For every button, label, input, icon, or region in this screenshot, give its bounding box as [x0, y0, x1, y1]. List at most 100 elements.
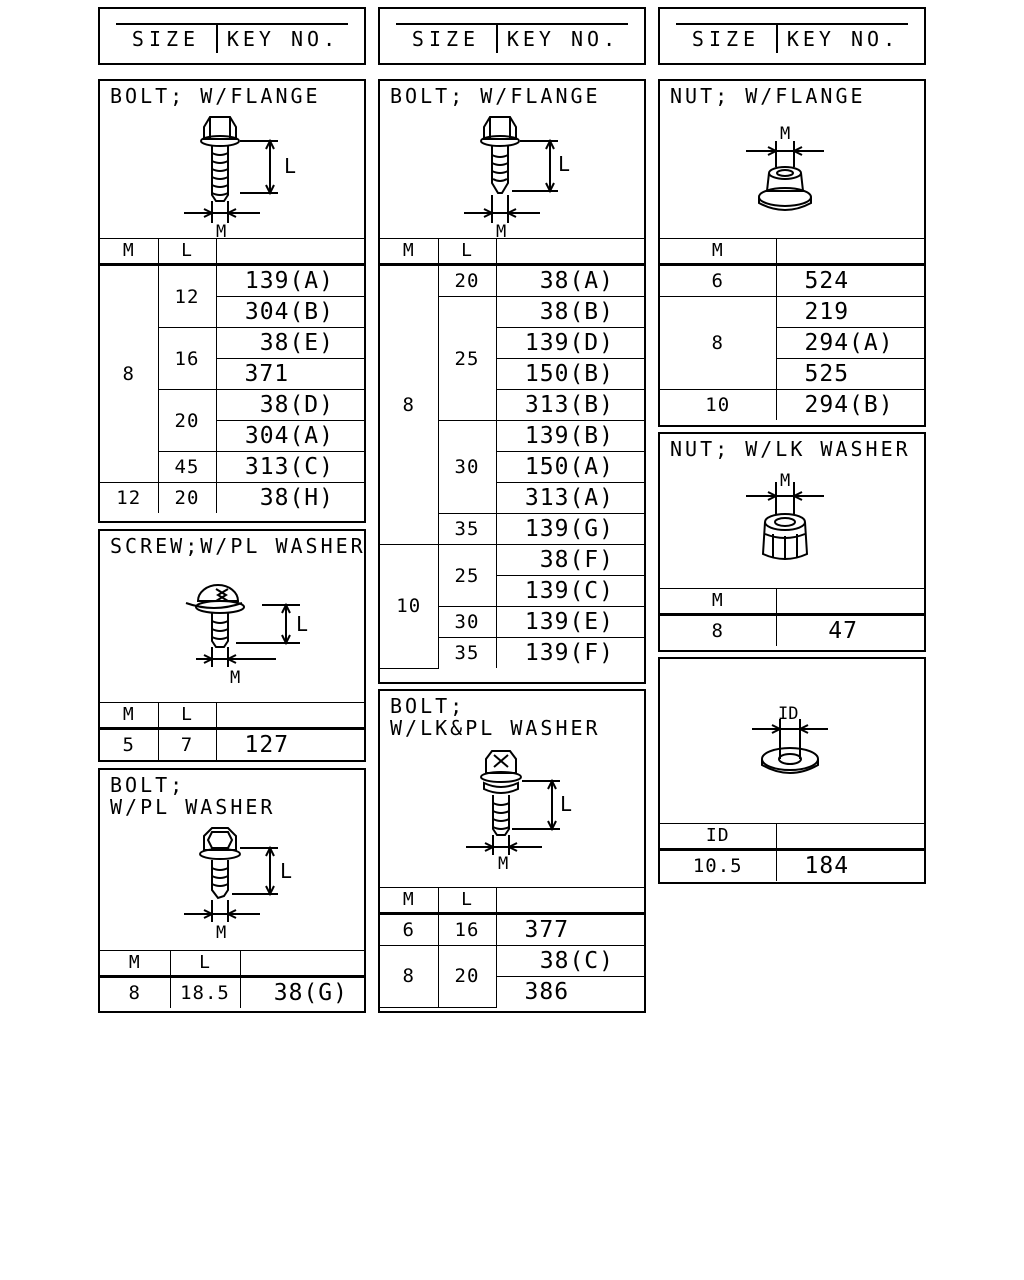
cell-l: 25 — [437, 544, 497, 607]
dim-m-label: M — [498, 854, 508, 874]
panel-title: SCREW;W/PL WASHER — [110, 534, 366, 558]
cell-l: 25 — [438, 296, 497, 421]
cell-m: 6 — [380, 913, 439, 946]
col-m: M — [100, 238, 159, 266]
cell-key: 38(A) — [495, 264, 644, 297]
dim-l-label: L — [558, 152, 570, 176]
dim-m-label: M — [216, 923, 226, 943]
dim-m-label: M — [216, 222, 226, 239]
col-l: L — [157, 702, 217, 730]
header-size-label: SIZE — [396, 25, 498, 53]
col-l: L — [157, 238, 217, 266]
cell-id: 10.5 — [660, 849, 777, 881]
cell-key: 371 — [216, 358, 364, 390]
header-rule — [396, 23, 628, 25]
col-m: M — [380, 887, 439, 915]
cell-key: 294(A) — [776, 327, 924, 359]
header-rule — [676, 23, 908, 25]
panel-title: BOLT; W/LK&PL WASHER — [390, 694, 601, 740]
cell-m: 10 — [660, 389, 777, 420]
header-key-label: KEY NO. — [226, 27, 340, 51]
cell-l: 45 — [158, 451, 217, 483]
cell-key: 47 — [775, 614, 924, 646]
col-key — [775, 238, 924, 266]
cell-m: 10 — [380, 544, 439, 669]
cell-m: 12 — [100, 482, 159, 513]
cell-key: 139(G) — [495, 513, 644, 545]
cell-key: 184 — [775, 849, 924, 881]
dim-l-label: L — [560, 792, 572, 816]
cell-l: 20 — [158, 389, 217, 452]
header-col2: SIZE KEY NO. — [378, 7, 646, 65]
cell-l: 20 — [437, 945, 497, 1008]
cell-l: 20 — [157, 482, 217, 513]
cell-key: 127 — [215, 728, 364, 760]
col-l: L — [437, 238, 497, 266]
cell-key: 150(A) — [496, 451, 644, 483]
cell-l: 16 — [437, 913, 497, 946]
dim-l-label: L — [284, 154, 296, 178]
cell-key: 377 — [495, 913, 644, 946]
header-size-label: SIZE — [116, 25, 218, 53]
cell-key: 219 — [775, 296, 924, 328]
col-key — [775, 823, 924, 851]
panel-title: NUT; W/LK WASHER — [670, 437, 911, 461]
cell-key: 139(B) — [495, 420, 644, 452]
dim-m-label: M — [230, 668, 240, 688]
dim-m-label: M — [496, 222, 506, 239]
cell-m: 8 — [100, 976, 171, 1008]
cell-key: 313(A) — [496, 482, 644, 514]
cell-m: 5 — [100, 728, 159, 760]
washer-drawing: ID — [752, 704, 828, 774]
header-col1: SIZE KEY NO. — [98, 7, 366, 65]
lock-nut-drawing: M — [746, 471, 824, 560]
col-key — [239, 950, 364, 978]
dim-l-label: L — [296, 612, 308, 636]
col-key — [495, 238, 644, 266]
col-m: M — [660, 238, 777, 266]
cell-l: 35 — [438, 513, 497, 545]
cell-key: 38(H) — [215, 482, 364, 513]
header-key-label: KEY NO. — [506, 27, 620, 51]
panel-title: BOLT; W/PL WASHER — [110, 773, 276, 819]
col-l: L — [437, 887, 497, 915]
cell-key: 139(C) — [496, 575, 644, 607]
flange-bolt-drawing: L M — [464, 116, 570, 239]
cell-key: 139(E) — [495, 606, 644, 638]
screw-drawing: L M — [185, 584, 308, 688]
cell-key: 38(G) — [239, 976, 364, 1008]
cell-key: 313(B) — [496, 389, 644, 421]
cell-key: 386 — [496, 976, 644, 1007]
col-m: M — [660, 588, 777, 616]
cell-l: 30 — [438, 420, 497, 514]
cell-key: 294(B) — [775, 389, 924, 420]
cell-key: 525 — [776, 358, 924, 390]
dim-m-label: M — [780, 471, 790, 491]
dim-m-label: M — [780, 124, 790, 144]
col-m: M — [380, 238, 439, 266]
header-col3: SIZE KEY NO. — [658, 7, 926, 65]
panel-title: BOLT; W/FLANGE — [390, 84, 601, 108]
cell-m: 8 — [380, 945, 439, 1008]
bolt-lk-pl-washer-drawing: L M — [466, 750, 572, 874]
col-m: M — [100, 950, 171, 978]
cell-l: 12 — [157, 264, 217, 328]
cell-m: 8 — [660, 614, 777, 646]
cell-key: 304(A) — [216, 420, 364, 452]
cell-l: 20 — [437, 264, 497, 297]
header-key-label: KEY NO. — [786, 27, 900, 51]
cell-m: 8 — [660, 296, 777, 390]
col-key — [775, 588, 924, 616]
